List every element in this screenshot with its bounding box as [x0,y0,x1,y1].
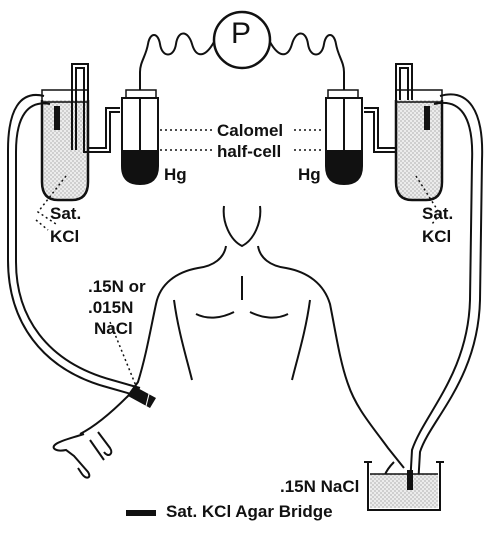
right-kcl-tube [396,90,442,200]
right-coiled-wire [270,34,344,93]
calomel-label-line1: Calomel [217,122,283,140]
arm-electrode [128,386,156,408]
arm-nacl-line3: NaCl [94,320,133,338]
left-calomel-cell [122,90,158,184]
sat-kcl-left-line1: Sat. [50,205,81,223]
bath-nacl-label: .15N NaCl [280,478,359,496]
meter-label: P [231,25,251,43]
legend-label: Sat. KCl Agar Bridge [166,503,333,521]
nacl-beaker [364,462,444,510]
arm-nacl-line1: .15N or [88,278,146,296]
sat-kcl-left-line2: KCl [50,228,79,246]
calomel-label-line2: half-cell [217,143,281,161]
arm-nacl-line2: .015N [88,299,133,317]
leader-lines [36,130,440,386]
left-kcl-tube [42,90,88,200]
left-coiled-wire [140,34,214,93]
sat-kcl-right-line2: KCl [422,228,451,246]
human-figure [54,206,410,498]
hg-right-label: Hg [298,166,321,184]
sat-kcl-right-line1: Sat. [422,205,453,223]
right-calomel-cell [326,90,362,184]
legend-swatch [126,510,156,516]
hg-left-label: Hg [164,166,187,184]
